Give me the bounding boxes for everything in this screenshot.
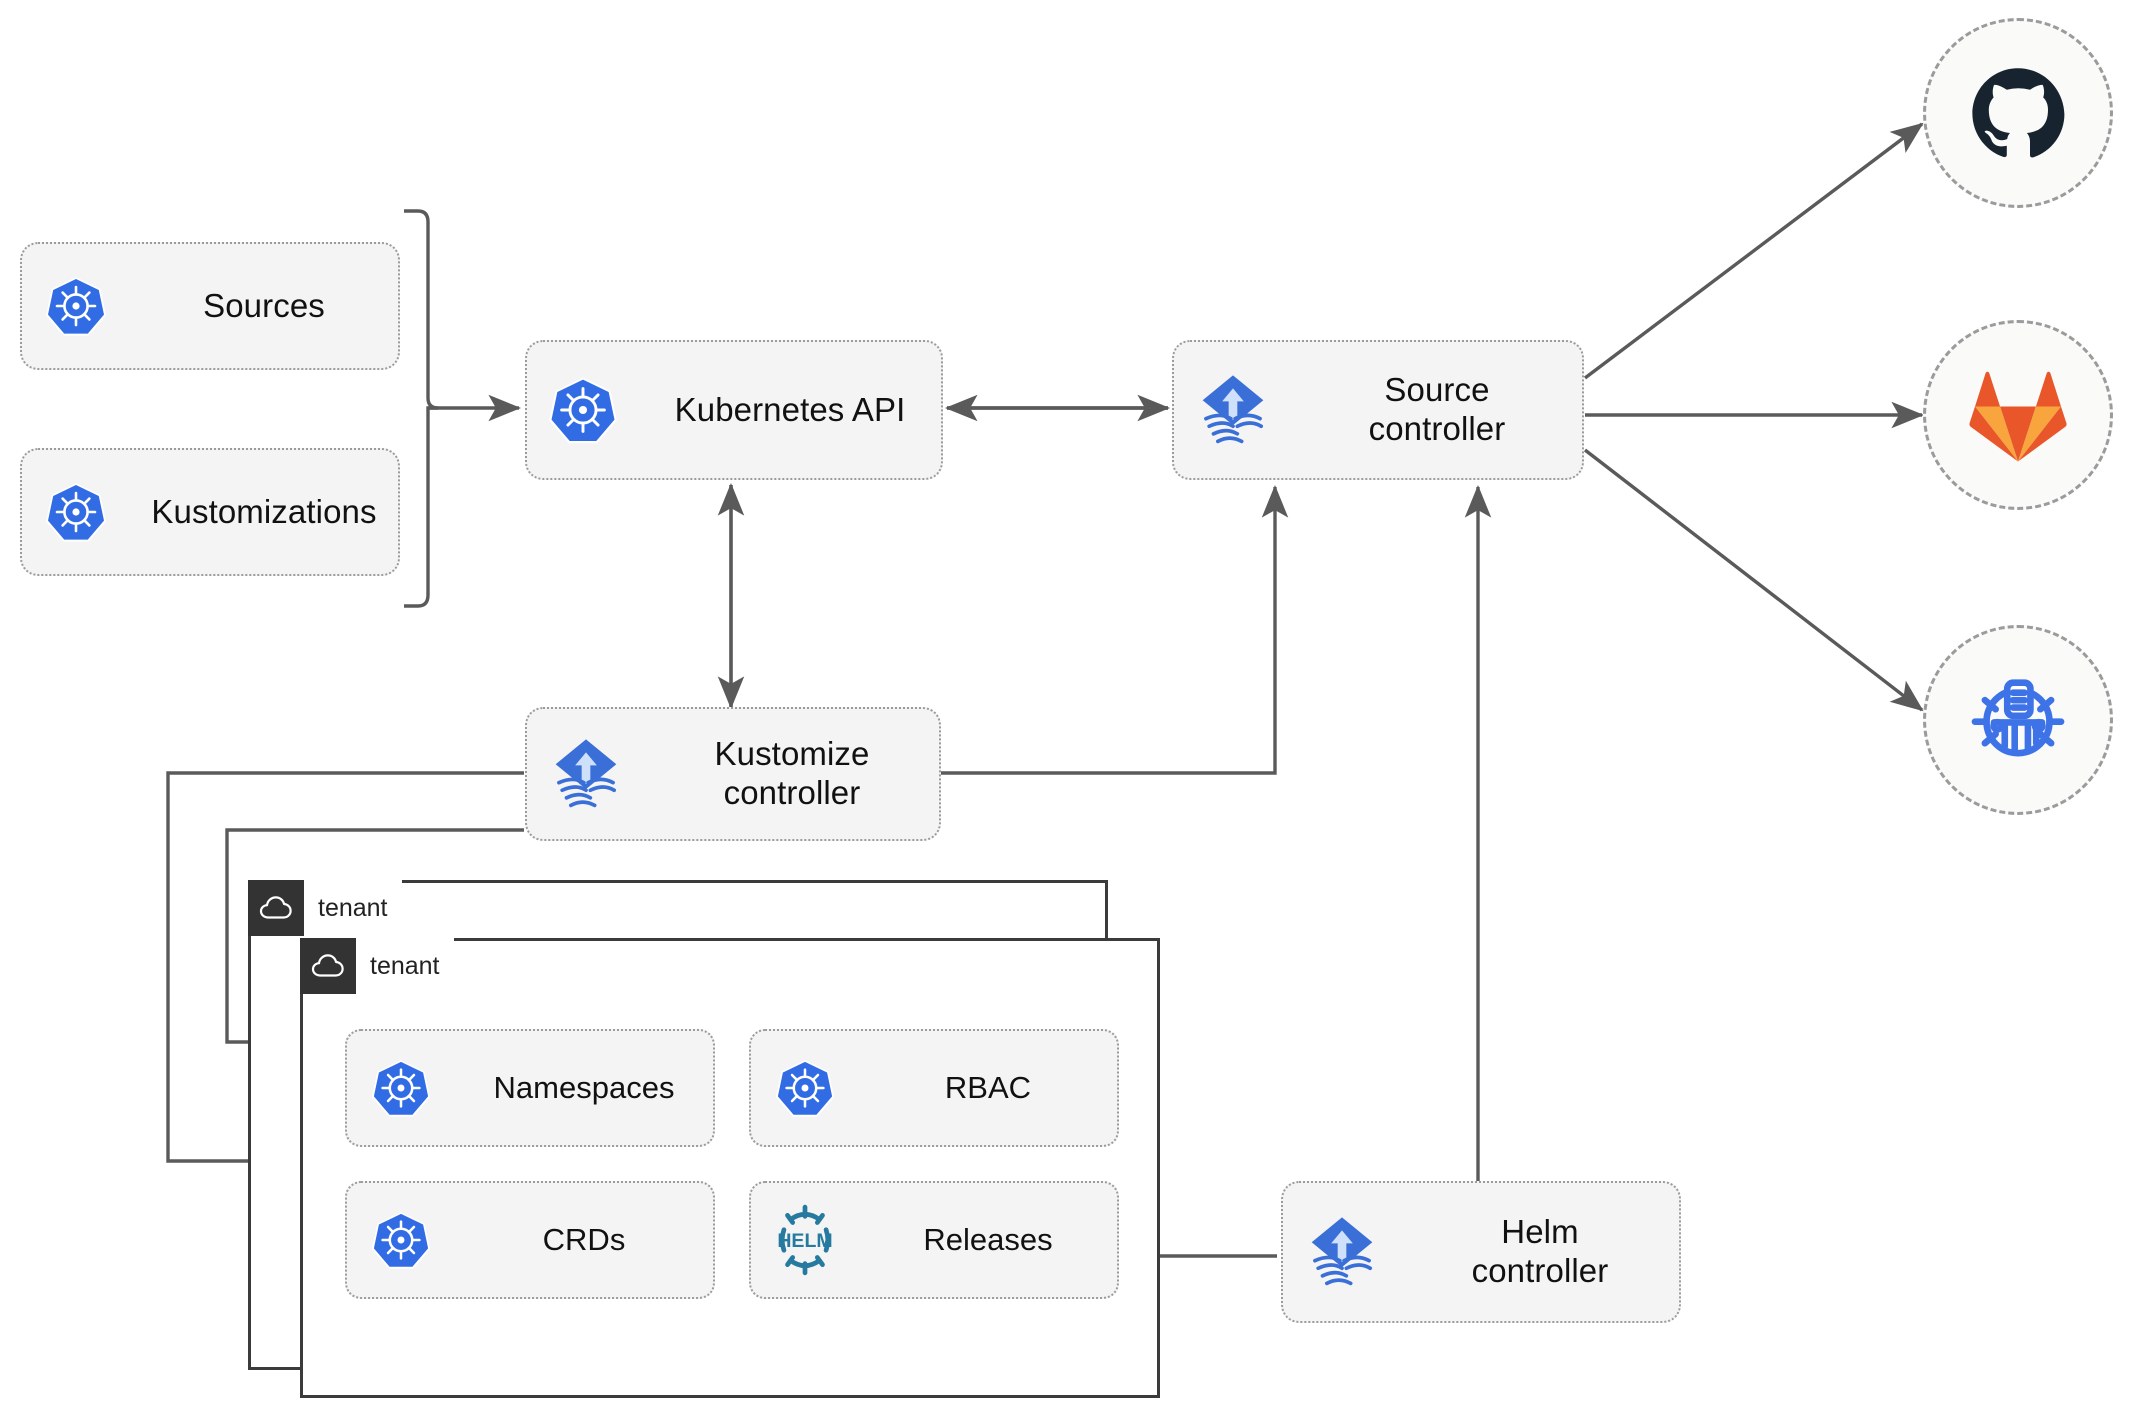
flux-icon	[527, 735, 645, 813]
node-kubernetes-api-label: Kubernetes API	[674, 390, 906, 428]
edge-kustomize-controller-to-tenant-1	[166, 771, 524, 1175]
kubernetes-icon	[751, 1057, 859, 1119]
resource-rbac[interactable]: RBAC	[749, 1029, 1119, 1147]
node-sources[interactable]: Sources	[20, 242, 400, 370]
endpoint-gitlab[interactable]	[1923, 320, 2113, 510]
kubernetes-icon	[22, 480, 130, 544]
oci-registry-icon	[1971, 679, 2065, 757]
resource-namespaces[interactable]: Namespaces	[345, 1029, 715, 1147]
endpoint-github[interactable]	[1923, 18, 2113, 208]
node-helm-controller[interactable]: Helm controller	[1281, 1181, 1681, 1323]
svg-text:HELM: HELM	[777, 1230, 832, 1252]
resource-crds-label: CRDs	[542, 1222, 626, 1257]
node-kubernetes-api[interactable]: Kubernetes API	[525, 340, 943, 480]
cloud-icon	[300, 938, 356, 994]
github-icon	[1972, 68, 2065, 158]
flux-icon	[1174, 371, 1292, 449]
endpoint-oci-registry[interactable]	[1923, 625, 2113, 815]
tenant-resource-grid: Namespaces	[345, 1029, 1119, 1299]
node-source-controller-label: Source controller	[1368, 371, 1506, 447]
gitlab-icon	[1969, 371, 2067, 462]
node-kustomize-controller-label: Kustomize controller	[714, 735, 870, 811]
edge-kustomize-controller-to-source-controller	[941, 484, 1289, 775]
tenant-tab-2-label: tenant	[370, 951, 440, 980]
node-kustomizations-label: Kustomizations	[151, 492, 377, 530]
node-source-controller[interactable]: Source controller	[1172, 340, 1584, 480]
node-sources-label: Sources	[203, 286, 325, 324]
kubernetes-icon	[347, 1057, 455, 1119]
resource-crds[interactable]: CRDs	[345, 1181, 715, 1299]
tenant-tab-1-label: tenant	[318, 893, 388, 922]
cloud-icon	[248, 880, 304, 936]
node-helm-controller-label: Helm controller	[1471, 1213, 1609, 1289]
resource-releases[interactable]: HELM Releases	[749, 1181, 1119, 1299]
edge-source-controller-to-github	[1583, 122, 1924, 380]
node-kustomizations[interactable]: Kustomizations	[20, 448, 400, 576]
tenant-tab-2: tenant	[300, 938, 454, 994]
tenant-card-2[interactable]: tenant	[300, 938, 1160, 1398]
kubernetes-icon	[527, 374, 639, 446]
resource-namespaces-label: Namespaces	[493, 1070, 675, 1105]
tenant-tab-1: tenant	[248, 880, 402, 936]
helm-icon: HELM	[751, 1203, 859, 1277]
resource-releases-label: Releases	[923, 1222, 1053, 1257]
node-kustomize-controller[interactable]: Kustomize controller	[525, 707, 941, 841]
edge-source-controller-to-oci-registry	[1583, 448, 1924, 712]
kubernetes-icon	[22, 274, 130, 338]
flux-icon	[1283, 1213, 1401, 1291]
resource-rbac-label: RBAC	[944, 1070, 1032, 1105]
kubernetes-icon	[347, 1209, 455, 1271]
